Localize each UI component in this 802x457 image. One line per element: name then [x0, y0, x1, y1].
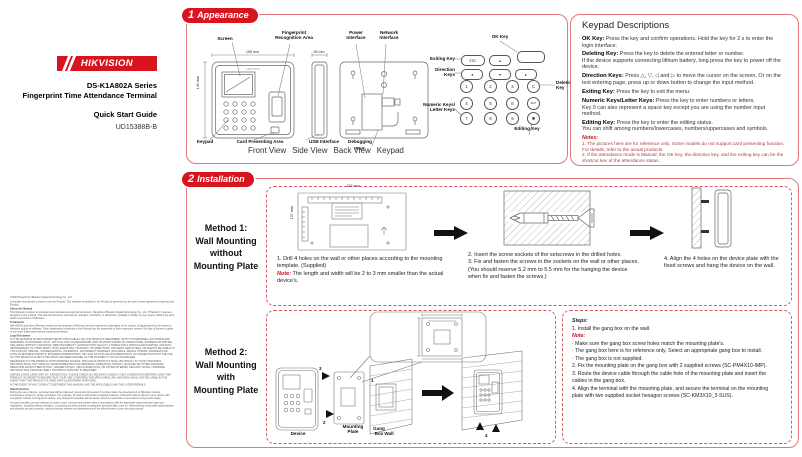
- views-caption: Front View Side View Back View Keypad: [248, 146, 404, 155]
- down-key: ▼: [489, 69, 511, 80]
- section-1-badge: 1 Appearance: [182, 8, 258, 23]
- setscrew-diagram: [503, 190, 595, 246]
- digit-key-9: 9: [506, 112, 519, 125]
- appearance-section-box: [186, 14, 568, 164]
- port-label: Port: [355, 146, 365, 151]
- power-interface-label: Power Interface: [346, 30, 366, 41]
- digit-key-4: 4: [460, 97, 473, 110]
- deleting-key-label: Deleting Key: [556, 80, 575, 91]
- hikvision-logo: HIKVISION: [57, 56, 157, 71]
- esc-key: ESC: [461, 55, 485, 66]
- notes-block: Notes: 1. The pictures here are for refe…: [582, 135, 785, 162]
- digit-key-1: 1: [460, 80, 473, 93]
- gang-box-label: Gang Box: [373, 426, 385, 437]
- numeric-keys-label: Numeric Keys/ Letter Keys: [423, 102, 455, 113]
- editing-key: ✱: [527, 112, 540, 125]
- mounting-template-diagram: [297, 192, 407, 251]
- delete-key: C: [527, 80, 540, 93]
- card-area-label: Card Presenting Area: [236, 139, 284, 144]
- arrow-right-icon: [630, 226, 664, 240]
- up-key: ▲: [489, 55, 511, 66]
- method1-step1-text: 1. Drill 4 holes on the wall or other pl…: [277, 256, 444, 285]
- ok-key: [517, 51, 545, 63]
- device-views-diagram: HIKVISION: [203, 40, 555, 147]
- ok-key-label: OK Key: [491, 34, 509, 39]
- width-dimension: 155 mm: [245, 50, 260, 54]
- left-key: ◄: [461, 69, 483, 80]
- product-name: Fingerprint Time Attendance Terminal: [22, 91, 157, 101]
- copyright-line: ©2020 Hangzhou Hikvision Digital Technol…: [10, 296, 73, 299]
- legal-heading: Legal Disclaimer: [10, 334, 31, 338]
- section-2-badge: 2 Installation: [182, 172, 254, 187]
- screen-label: Screen: [217, 36, 233, 41]
- step-marker-4: 4: [485, 433, 488, 438]
- keypad-descriptions-title: Keypad Descriptions: [582, 20, 670, 31]
- digit-key-7: 7: [460, 112, 473, 125]
- logo-text: HIKVISION: [80, 58, 134, 69]
- device-brand-text: HIKVISION: [246, 67, 259, 71]
- keypad-descriptions-body: OK Key: Press the key and confirm operat…: [582, 36, 785, 162]
- depth-dimension: 28 mm: [313, 50, 325, 54]
- exiting-key-label: Exiting Key: [429, 56, 455, 61]
- network-interface-label: Network Interface: [379, 30, 399, 41]
- method1-steps-area: [266, 186, 792, 306]
- method2-title: Method 2: Wall Mounting with Mounting Pl…: [193, 347, 259, 395]
- method1-steps23-text: 2. Insert the screw sockets of the setsc…: [468, 252, 639, 281]
- digit-key-5: 5: [484, 97, 497, 110]
- method1-title: Method 1: Wall Mounting without Mounting…: [193, 223, 259, 271]
- step-marker-1: 1: [371, 378, 374, 383]
- usb-interface-label: USB Interface: [308, 139, 340, 144]
- legal-fine-print: ©2020 Hangzhou Hikvision Digital Technol…: [10, 296, 175, 411]
- mounting-plate-diagram: 3 2 1 4: [275, 311, 523, 438]
- step-marker-2: 2: [323, 420, 326, 425]
- digit-key-6: 6: [506, 97, 519, 110]
- editing-key-label: Editing Key: [514, 126, 540, 131]
- method1-step4-text: 4. Align the 4 holes on the device plate…: [664, 256, 779, 270]
- template-width-dim: 152 mm: [346, 184, 360, 188]
- digit-key-3: 3: [506, 80, 519, 93]
- method2-steps-area: [562, 310, 792, 444]
- arrow-right-icon: [434, 226, 468, 240]
- doc-title: Quick Start Guide: [93, 110, 157, 119]
- mounting-plate-label: Mounting Plate: [342, 424, 364, 435]
- method2-diagram-area: [266, 310, 556, 444]
- device-label: Device: [290, 431, 306, 436]
- keypad-label: Keypad: [196, 139, 214, 144]
- height-dimension: 140 mm: [196, 76, 200, 90]
- legal-heading: Trademarks: [10, 321, 25, 324]
- keypad-descriptions-box: [570, 14, 799, 166]
- enter-key: ENT: [527, 97, 540, 110]
- method2-steps-text: Steps: 1. Install the gang box on the wa…: [572, 318, 769, 400]
- digit-key-8: 8: [484, 112, 497, 125]
- legal-heading: About this Manual: [10, 307, 33, 311]
- legal-heading: Data Protection: [10, 387, 29, 391]
- right-key: ►: [515, 69, 537, 80]
- direction-keys-label: Direction Keys: [435, 67, 455, 78]
- template-height-dim: 137 mm: [290, 206, 294, 220]
- product-title: DS-K1A802A Series Fingerprint Time Atten…: [0, 81, 157, 101]
- digit-key-2: 2: [484, 80, 497, 93]
- debugging-label: Debugging: [348, 139, 372, 144]
- wall-hanging-diagram: [691, 187, 732, 249]
- fingerprint-label: Fingerprint Recognition Area: [275, 30, 313, 41]
- step-marker-3: 3: [319, 366, 322, 371]
- doc-code: UD15388B-B: [115, 124, 157, 131]
- wall-label: Wall: [384, 431, 394, 436]
- product-series: DS-K1A802A Series: [86, 81, 157, 90]
